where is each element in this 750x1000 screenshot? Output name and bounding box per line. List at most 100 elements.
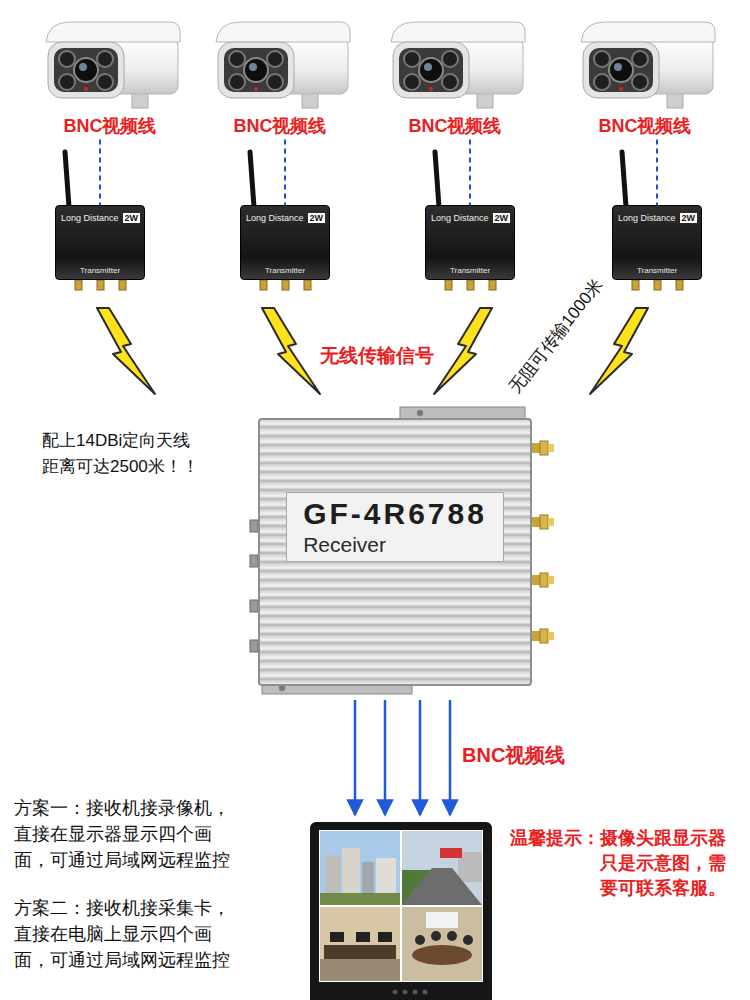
monitor-figure: [402, 831, 482, 905]
power-badge: 2W: [308, 213, 326, 223]
device-text: Transmitter: [637, 266, 677, 275]
monitor-figure: [378, 932, 392, 942]
device-text: Long Distance: [246, 213, 304, 223]
receiver-box: GF-4R6788Receiver: [258, 418, 532, 686]
monitor-figure: [320, 907, 400, 981]
monitor-figure: [319, 830, 483, 982]
video-cable: [469, 140, 471, 205]
monitor-figure: [426, 912, 458, 928]
video-arrow: [355, 700, 450, 815]
plan-note: 方案二：接收机接采集卡， 直接在电脑上显示四个画 面，可通过局域网远程监控: [14, 895, 244, 973]
distance-note: 无阻可传输1000米: [504, 274, 608, 398]
model-number: GF-4R6788: [303, 497, 487, 532]
cable-label: BNC视频线: [64, 116, 157, 138]
monitor-figure: [463, 935, 473, 945]
tip-note: 温馨提示：摄像头跟显示器 只是示意图，需 要可联系客服。: [500, 826, 726, 901]
transmitter-connector: [654, 280, 661, 290]
monitor-figure: [320, 959, 400, 981]
transmitter-connector: [632, 280, 639, 290]
device-text: Long Distance: [618, 213, 676, 223]
camera-node: BNC视频线: [575, 14, 715, 140]
camera-spacer: [645, 14, 646, 114]
device-text: Long Distance: [431, 213, 489, 223]
monitor-figure: [447, 931, 457, 941]
camera-node: BNC视频线: [210, 14, 350, 140]
power-badge: 2W: [680, 213, 698, 223]
camera-spacer: [455, 14, 456, 114]
camera-figure: [46, 22, 180, 108]
lightning-bolt: [97, 308, 155, 394]
device-text: Receiver: [303, 532, 386, 557]
video-arrow: [384, 700, 387, 815]
transmitter-connector: [304, 280, 311, 290]
antenna-note: 配上14DBi定向天线 距离可达2500米！！: [42, 428, 212, 480]
transmitter-antenna: [65, 152, 626, 207]
monitor-figure: [402, 868, 482, 905]
monitor-figure: [423, 990, 428, 995]
name-plate: GF-4R6788Receiver: [286, 492, 504, 562]
transmitter-antenna: [65, 152, 69, 207]
receiver-flange: [417, 410, 423, 416]
antenna-connector: [540, 629, 548, 643]
transmitter-connector: [75, 280, 82, 290]
device-text: Transmitter: [265, 266, 305, 275]
monitor-figure: [356, 932, 370, 942]
transmitter-connector: [445, 280, 452, 290]
transmitter-box: Long Distance2W Transmitter: [55, 205, 145, 280]
monitor-figure: [402, 907, 482, 981]
front-panel: Transmitter: [61, 266, 139, 275]
monitor-figure: [403, 990, 408, 995]
device-text: Transmitter: [450, 266, 490, 275]
label-row: Long Distance 2W: [246, 213, 324, 223]
receiver-side-socket: [250, 520, 258, 652]
camera-figure: [391, 22, 525, 108]
video-cable: [284, 140, 286, 205]
device-text: Long Distance: [61, 213, 119, 223]
transmitter-connector: [489, 280, 496, 290]
front-panel: Transmitter: [618, 266, 696, 275]
antenna-connector: [548, 576, 554, 584]
camera-spacer: [110, 14, 111, 114]
receiver-side-socket: [250, 555, 258, 567]
front-panel: Transmitter: [431, 266, 509, 275]
video-arrow: [354, 700, 357, 815]
receiver-side-socket: [250, 640, 258, 652]
monitor-figure: [324, 945, 396, 959]
transmitter-connector: [260, 280, 267, 290]
signal-label: 无线传输信号: [318, 343, 436, 369]
plan-note: 方案一：接收机接录像机， 直接在显示器显示四个画 面，可通过局域网远程监控: [14, 795, 244, 873]
camera-node: BNC视频线: [385, 14, 525, 140]
antenna-connector: [548, 518, 554, 526]
antenna-connector: [548, 632, 554, 640]
monitor-figure: [440, 848, 462, 858]
power-badge: 2W: [493, 213, 511, 223]
transmitter-antenna: [435, 152, 439, 207]
cable-label: BNC视频线: [409, 116, 502, 138]
camera-node: BNC视频线: [40, 14, 180, 140]
monitor-figure: [320, 893, 400, 905]
antenna-connector: [540, 515, 548, 529]
label-row: Long Distance2W: [61, 213, 139, 223]
transmitter-connector: [97, 280, 104, 290]
camera-figure: [216, 22, 350, 108]
transmitter-connector: [119, 280, 126, 290]
transmitter-box: Long Distance 2W Transmitter: [425, 205, 515, 280]
video-arrow: [449, 700, 452, 815]
connectors: [100, 140, 657, 205]
transmitter-antenna: [250, 152, 254, 207]
monitor-figure: [413, 990, 418, 995]
monitor-figure: [393, 990, 398, 995]
transmitter-connector: [467, 280, 474, 290]
device-text: Transmitter: [80, 266, 120, 275]
transmitter-connector: [282, 280, 289, 290]
front-panel: Transmitter: [246, 266, 324, 275]
lightning-bolt: [262, 308, 320, 394]
video-cable: [656, 140, 658, 205]
lightning-bolt: [590, 308, 648, 394]
transmitter-connector: [676, 280, 683, 290]
monitor-figure: [310, 822, 492, 1000]
monitor-figure: [320, 831, 400, 905]
antenna-connector: [540, 573, 548, 587]
